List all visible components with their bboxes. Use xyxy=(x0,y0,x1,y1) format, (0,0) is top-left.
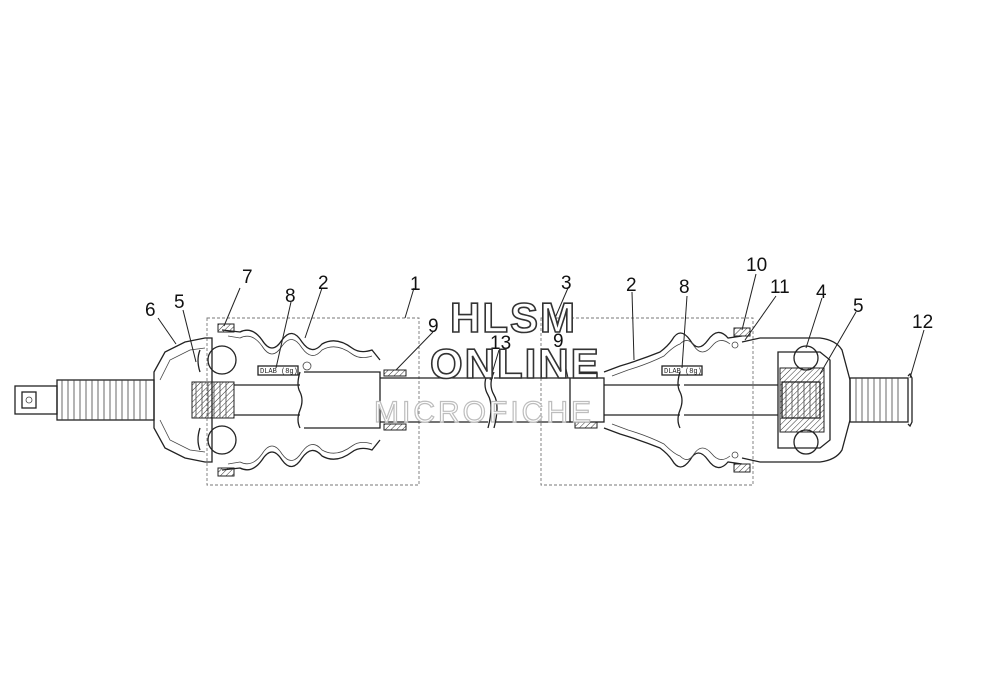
callout-9a: 9 xyxy=(428,316,439,337)
callout-2b: 2 xyxy=(626,275,637,296)
subassembly-box-right xyxy=(540,317,754,486)
callout-9b: 9 xyxy=(553,331,564,352)
callout-11: 11 xyxy=(770,277,790,298)
watermark-line-3: MICROFICHE xyxy=(374,396,594,429)
left-boot-tag: DLAB (8g) xyxy=(260,368,298,376)
callout-5a: 5 xyxy=(174,292,185,313)
right-joint-housing xyxy=(731,337,851,463)
callout-12: 12 xyxy=(912,312,933,333)
callout-8a: 8 xyxy=(285,286,296,307)
callout-1: 1 xyxy=(410,274,421,295)
leader-lines xyxy=(157,273,925,381)
callout-3: 3 xyxy=(561,273,572,294)
left-stub-shaft xyxy=(14,379,155,421)
callout-6: 6 xyxy=(145,300,156,321)
watermark-line-2: ONLINE xyxy=(430,340,601,387)
callout-13: 13 xyxy=(490,333,511,354)
left-joint-housing xyxy=(153,337,237,463)
subassembly-box-left xyxy=(206,317,420,486)
left-boot: DLAB (8g) xyxy=(217,323,407,477)
watermark-line-1: HLSM xyxy=(450,294,577,341)
callout-8b: 8 xyxy=(679,277,690,298)
watermark: HLSM ONLINE MICROFICHE xyxy=(373,293,601,429)
callout-10: 10 xyxy=(746,255,767,276)
right-boot: DLAB (8g) xyxy=(603,327,751,473)
center-shaft xyxy=(234,371,778,429)
right-stub-shaft xyxy=(849,372,913,428)
callout-4: 4 xyxy=(816,282,827,303)
right-boot-tag: DLAB (8g) xyxy=(664,368,702,376)
callout-2a: 2 xyxy=(318,273,329,294)
callout-7: 7 xyxy=(242,267,253,288)
callout-5b: 5 xyxy=(853,296,864,317)
